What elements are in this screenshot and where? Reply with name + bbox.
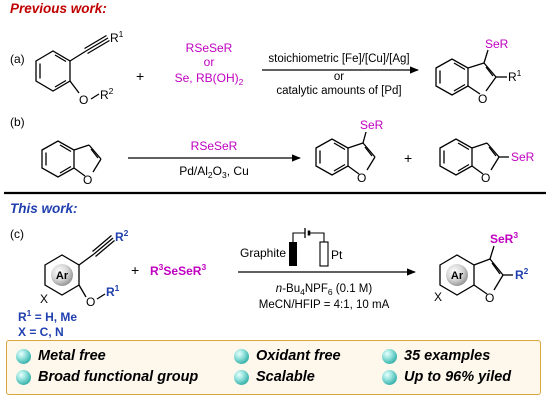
this-work-header: This work: bbox=[10, 201, 78, 216]
scheme-c-x: X bbox=[40, 292, 48, 306]
label-c: (c) bbox=[10, 227, 24, 241]
scheme-a-product-o: O bbox=[478, 92, 487, 106]
scheme-a-r1: R1 bbox=[110, 29, 124, 45]
scheme-b-product-1-o: O bbox=[357, 171, 366, 185]
scheme-c-product-r2: R2 bbox=[515, 266, 529, 282]
scheme-b-substrate bbox=[41, 140, 102, 178]
scheme-a-reagent-2: Se, RB(OH)2 bbox=[175, 71, 244, 87]
scheme-a-r2: R2 bbox=[100, 86, 114, 102]
scheme-c-r2: R2 bbox=[115, 228, 129, 244]
scheme-b-reagent: RSeSeR bbox=[191, 139, 238, 153]
scheme-a-cond-top: stoichiometric [Fe]/[Cu]/[Ag] bbox=[268, 53, 409, 65]
scheme-c-product-se: SeR3 bbox=[490, 230, 518, 246]
scheme-a-cond-bottom: catalytic amounts of [Pd] bbox=[276, 85, 401, 97]
scheme-a-plus: + bbox=[136, 68, 144, 84]
scheme-b-conditions: Pd/Al2O3, Cu bbox=[179, 164, 249, 180]
scheme-c-reagent: R3SeSeR3 bbox=[150, 262, 206, 278]
scheme-b-substrate-o: O bbox=[83, 173, 92, 187]
bullet-icon bbox=[382, 369, 397, 385]
scheme-a-substrate bbox=[35, 34, 110, 100]
feature-oxidant-free: Oxidant free bbox=[234, 348, 341, 364]
label-a: (a) bbox=[10, 52, 25, 66]
feature-scalable: Scalable bbox=[234, 369, 315, 385]
electrolysis-setup bbox=[289, 228, 329, 267]
scheme-c-o-bond bbox=[96, 293, 106, 300]
scheme-a-product-r1: R1 bbox=[508, 68, 522, 84]
scheme-c-product-o: O bbox=[485, 291, 494, 305]
scheme-a-reagent-1: RSeSeR bbox=[186, 41, 233, 55]
feature-yield: Up to 96% yiled bbox=[382, 369, 511, 385]
scheme-c-ar: Ar bbox=[56, 270, 69, 282]
scheme-c-product-ar: Ar bbox=[451, 270, 464, 282]
scheme-a-cond-or: or bbox=[334, 71, 344, 83]
scheme-c-substrate bbox=[44, 235, 115, 298]
scheme-b-product-2 bbox=[439, 138, 509, 176]
bullet-icon bbox=[382, 348, 397, 364]
scheme-c-electrolyte: n-Bu4NPF6 (0.1 M) bbox=[276, 283, 373, 297]
features-box: Metal free Oxidant free 35 examples Broa… bbox=[6, 340, 541, 395]
feature-functional-group: Broad functional group bbox=[16, 369, 198, 385]
label-b: (b) bbox=[10, 115, 25, 129]
scheme-c-plus: + bbox=[131, 262, 139, 278]
scheme-c-product bbox=[439, 245, 513, 296]
bullet-icon bbox=[16, 348, 31, 364]
feature-metal-free: Metal free bbox=[16, 348, 106, 364]
bullet-icon bbox=[16, 369, 31, 385]
scheme-b-plus: + bbox=[404, 150, 412, 166]
bullet-icon bbox=[234, 348, 249, 364]
platinum-cathode bbox=[319, 241, 329, 267]
electrode-pt-label: Pt bbox=[331, 248, 343, 262]
scheme-b-product-2-o: O bbox=[481, 171, 490, 185]
graphite-anode bbox=[289, 242, 297, 266]
scheme-c-product-x: X bbox=[434, 290, 442, 304]
electrode-graphite-label: Graphite bbox=[240, 246, 286, 260]
scheme-a-product-se: SeR bbox=[485, 37, 509, 51]
scheme-a-product bbox=[435, 49, 507, 96]
feature-examples: 35 examples bbox=[382, 348, 490, 364]
scheme-b-product-2-se: SeR bbox=[511, 150, 535, 164]
scheme-a-reagent-or: or bbox=[204, 55, 215, 69]
scheme-c-solvent: MeCN/HFIP = 4:1, 10 mA bbox=[259, 299, 390, 311]
scheme-c-o: O bbox=[86, 295, 95, 309]
scheme-c-r1-definition: R1 = H, Me bbox=[18, 308, 77, 324]
scheme-b-product-1-se: SeR bbox=[360, 118, 384, 132]
scheme-b-product-1 bbox=[315, 131, 376, 176]
scheme-c-r1: R1 bbox=[106, 283, 120, 299]
previous-work-header: Previous work: bbox=[10, 1, 107, 16]
scheme-a-o: O bbox=[79, 93, 88, 107]
scheme-c-x-definition: X = C, N bbox=[18, 325, 64, 339]
bullet-icon bbox=[234, 369, 249, 385]
